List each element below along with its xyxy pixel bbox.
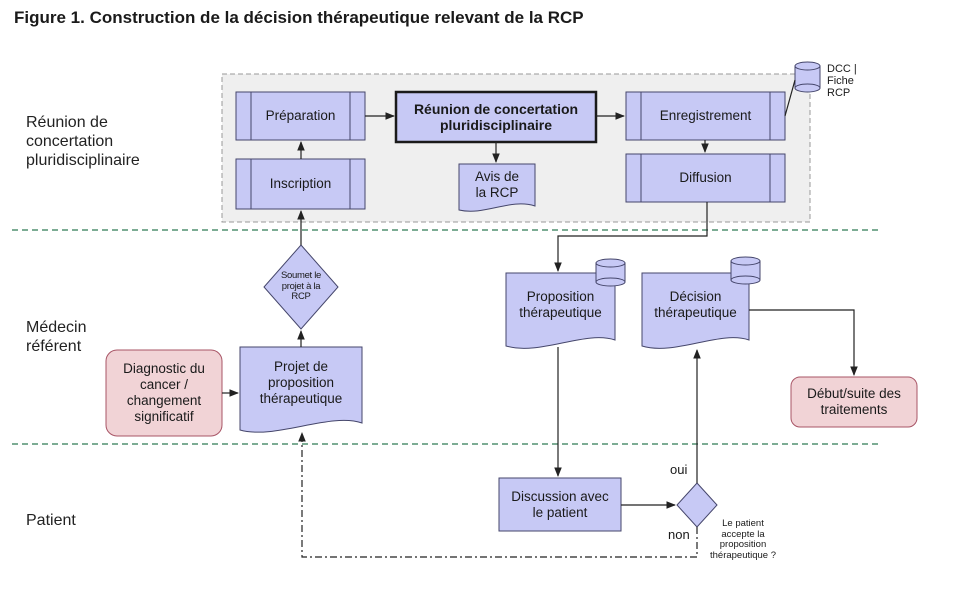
debut-box (790, 376, 918, 428)
decision-label: Décision thérapeutique (642, 280, 749, 330)
lane-label-rcp: Réunion de concertation pluridisciplinai… (26, 113, 140, 170)
decision-label-line: Décision (669, 289, 722, 304)
soumet-label: Soumet le projet à la RCP (272, 267, 330, 307)
diagnostic-label-line: cancer / (139, 377, 189, 392)
discussion-label: Discussion avec le patient (499, 478, 621, 531)
soumet-label-line: Soumet le (280, 270, 322, 282)
soumet-diamond (263, 244, 339, 330)
arrow-decision-debut (749, 309, 858, 376)
preparation-label: Préparation (265, 108, 336, 123)
link-enregistrement-dcc (784, 79, 796, 117)
debut-label-line: Début/suite des (807, 386, 901, 401)
inscription-box (235, 158, 366, 210)
lane-label-line: référent (26, 338, 82, 355)
discussion-label-line: Discussion avec (511, 488, 609, 504)
lane-label-line: pluridisciplinaire (26, 152, 140, 169)
discussion-box (498, 477, 622, 532)
preparation-box (235, 91, 366, 141)
debut-label-line: traitements (820, 402, 888, 417)
diffusion-box (625, 153, 786, 203)
lane-label-line: Patient (26, 512, 76, 529)
accepte-label-line: accepte la (721, 528, 765, 540)
figure-title: Figure 1. Construction de la décision th… (14, 8, 584, 27)
dcc-label: DCC | Fiche RCP (827, 60, 867, 102)
diffusion-label: Diffusion (679, 170, 732, 185)
dcc-label-line: DCC | (827, 63, 857, 75)
lane-label-line: Réunion de (26, 114, 108, 131)
diagnostic-label-line: Diagnostic du (123, 361, 205, 376)
database-icon (730, 256, 761, 285)
lane-label-line: Médecin (26, 319, 87, 336)
arrow-diffusion-proposition (554, 202, 708, 272)
arrow-accepte-projet (298, 432, 698, 558)
discussion-label-line: le patient (532, 504, 588, 520)
connectors (222, 79, 858, 558)
accepte-label: Le patient accepte la proposition thérap… (703, 516, 783, 564)
dcc-label-line: Fiche (827, 75, 854, 87)
diagnostic-label: Diagnostic du cancer / changement signif… (106, 350, 222, 436)
projet-label: Projet de proposition thérapeutique (240, 352, 362, 414)
inscription-label: Inscription (269, 176, 332, 191)
proposition-document (505, 272, 616, 349)
avis-label: Avis de la RCP (459, 164, 535, 206)
database-icon (794, 61, 821, 93)
lane-label-line: concertation (26, 133, 114, 150)
debut-label: Début/suite des traitements (791, 377, 917, 427)
decision-document (641, 272, 750, 349)
accepte-label-line: proposition (719, 539, 767, 550)
database-icon (595, 258, 626, 287)
dcc-label-line: RCP (827, 87, 851, 99)
soumet-label-line: projet à la (281, 280, 321, 292)
reunion-label: Réunion de concertation pluridisciplinai… (396, 92, 596, 142)
diagnostic-label-line: significatif (134, 409, 194, 424)
avis-label-line: Avis de (474, 169, 520, 184)
lane-label-medecin: Médecin référent (26, 318, 86, 356)
proposition-label-line: thérapeutique (519, 305, 602, 320)
accepte-label-line: thérapeutique ? (709, 549, 777, 561)
enregistrement-label: Enregistrement (659, 108, 752, 123)
reunion-label-line: Réunion de concertation (413, 101, 579, 117)
projet-label-line: thérapeutique (259, 391, 343, 406)
soumet-label-line: RCP (291, 291, 311, 303)
diagnostic-label-line: changement (126, 393, 202, 408)
projet-document (239, 346, 363, 433)
oui-label: oui (670, 462, 688, 477)
lane-label-patient: Patient (26, 511, 76, 530)
non-label: non (668, 527, 690, 542)
decision-label-line: thérapeutique (654, 305, 737, 320)
reunion-label-line: pluridisciplinaire (439, 117, 553, 133)
proposition-label-line: Proposition (526, 289, 595, 304)
avis-label-line: la RCP (475, 185, 519, 200)
proposition-label: Proposition thérapeutique (506, 280, 615, 330)
projet-label-line: proposition (267, 375, 335, 390)
projet-label-line: Projet de (273, 359, 329, 374)
avis-document (458, 163, 536, 212)
accepte-label-line: Le patient (722, 518, 764, 529)
